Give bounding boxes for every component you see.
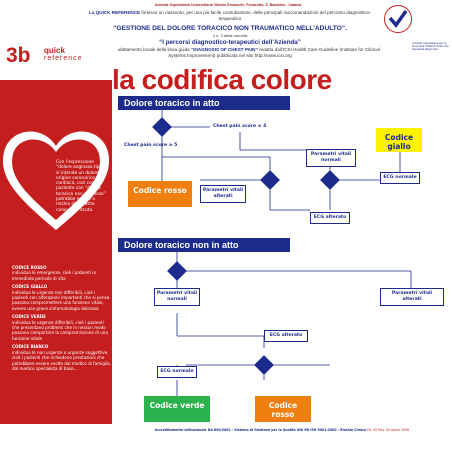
box-vital-normal: Parametri vitali normali xyxy=(306,149,356,167)
source-note-b: “DIAGNOSIS OF CHEST PAIN” xyxy=(190,47,258,52)
header-guideline-title: “GESTIONE DEL DOLORE TORACICO NON TRAUMA… xyxy=(113,25,347,32)
box-ecg-altered: ECG alterato xyxy=(310,212,350,224)
code-red-title: CODICE ROSSO xyxy=(12,265,47,270)
color-codes-legend: CODICE ROSSO individua le emergenze, cio… xyxy=(12,262,112,371)
label-score-le-4: Chest pain score ≤ 4 xyxy=(213,124,267,129)
box-vital-altered-2: Parametri vitali alterati xyxy=(380,288,444,306)
code-yellow-text: individua le urgenze non differibili, ci… xyxy=(12,289,110,311)
source-note-a: Esso costituisce l’adattamento locale de… xyxy=(80,47,190,52)
footer-text: Accreditamento istituzionale DA 890/2002… xyxy=(154,428,367,432)
header-source-note: Esso costituisce l’adattamento locale de… xyxy=(80,47,380,59)
header-intro-text: fornisce un riassunto, per una più facil… xyxy=(141,10,371,21)
code-red-text: individua le emergenze, cioè i pazienti … xyxy=(12,270,97,281)
footer: Accreditamento istituzionale DA 890/2002… xyxy=(112,428,452,432)
section-chest-pain-not-ongoing: Dolore toracico non in atto xyxy=(118,238,290,252)
logo-number: 3b xyxy=(6,44,31,67)
section-chest-pain-ongoing: Dolore toracico in atto xyxy=(118,96,290,110)
code-yellow-box: Codice giallo xyxy=(376,128,422,152)
heart-icon xyxy=(2,131,110,230)
header-intro: La QUICK REFERENCE fornisce un riassunto… xyxy=(80,10,380,22)
code-green-box: Codice verde xyxy=(144,396,210,422)
code-red-box-1: Codice rosso xyxy=(128,181,192,207)
box-ecg-altered-2: ECG alterato xyxy=(264,330,308,342)
code-yellow-title: CODICE GIALLO xyxy=(12,284,48,290)
label-score-gt-5: Chest pain score ≥ 5 xyxy=(124,143,178,148)
left-sidebar xyxy=(0,80,112,424)
box-ecg-normal-2: ECG normale xyxy=(157,366,197,378)
footer-date: Ed. 00 Rev. 00 aprile 2006 xyxy=(367,428,410,432)
badge-note: A tutela ospedaliera per le Sicurezza Si… xyxy=(412,42,449,51)
logo-background xyxy=(0,40,118,66)
header-organization: Azienda Ospedaliera Universitaria Vittor… xyxy=(154,3,302,7)
header-collection-number: 4 n. 3 della raccolta xyxy=(212,33,248,38)
code-red-box-2: Codice rosso xyxy=(255,396,311,422)
logo-reference: reference xyxy=(44,55,83,62)
header-collection-title: “I percorsi diagnostico-terapeutici dell… xyxy=(159,39,301,46)
box-vital-altered: Parametri vitali alterati xyxy=(200,185,246,203)
code-white-text: individua le non urgenze o urgenze sogge… xyxy=(12,349,111,371)
box-ecg-normal: ECG normale xyxy=(380,172,420,184)
code-green-title: CODICE VERDE xyxy=(12,314,46,320)
heart-description: Con l’espressione “dolore anginoso tipic… xyxy=(56,160,108,213)
box-vital-normal-2: Parametri vitali normali xyxy=(154,288,200,306)
quick-reference-label: La QUICK REFERENCE xyxy=(89,10,141,15)
code-green-text: individua le urgenze differibili, cioè i… xyxy=(12,319,108,341)
source-note-c: redatta dall’ICSI Health Care Guideline … xyxy=(168,47,380,58)
logo-quick: quick xyxy=(44,46,65,55)
code-white-title: CODICE BIANCO xyxy=(12,344,49,350)
certification-badge-icon xyxy=(384,5,412,33)
page-title: la codifica colore xyxy=(112,64,332,95)
